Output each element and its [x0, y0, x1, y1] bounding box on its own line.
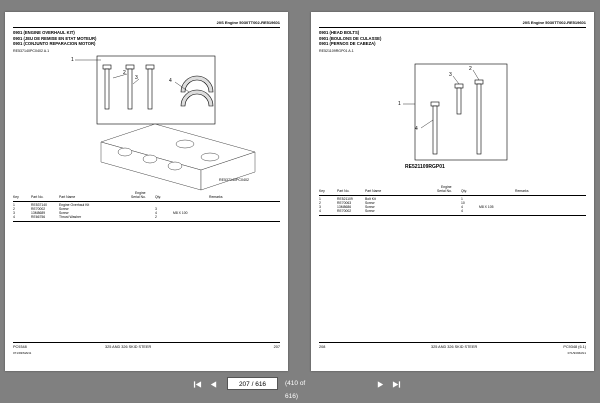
next-page-icon[interactable] — [375, 379, 385, 389]
callout-1: 1 — [398, 101, 401, 107]
engine-block-sketch — [100, 123, 256, 191]
table-header: Key Part No. Part Name Serial No. Qty. R… — [13, 195, 280, 200]
table-row: 1 RE521109 Bolt Kit 1 — [319, 197, 463, 201]
col-part-no: Part No. — [31, 195, 44, 199]
bolt-shank — [147, 68, 153, 110]
footer-left: PC9348 — [13, 345, 27, 349]
col-part-name: Part Name — [365, 189, 382, 193]
section-line-fr: 0901 (JEU DE REMISE EN ETAT MOTEUR) — [13, 35, 97, 41]
col-part-name: Part Name — [59, 195, 76, 199]
table-row: 3 13M8686 Screw 4 M8 X 105 — [319, 205, 494, 209]
section-line-es: 0901 (PERNOS DE CABEZA) — [319, 41, 376, 46]
footer-right: PC9348 (6.1) — [563, 345, 586, 349]
header-rule — [13, 27, 280, 28]
page-number-input[interactable]: 207 / 616 — [227, 377, 278, 390]
bolt-head — [454, 83, 464, 89]
col-qty: Qty. — [155, 195, 161, 199]
section-line-es: 0901 (CONJUNTO REPARACION MOTOR) — [13, 41, 96, 46]
page-header: 20S Engine 5030TT002-RE519601 — [522, 20, 586, 25]
footer-left: 208 — [319, 345, 326, 349]
table-row: 2 RE70063 Screw 10 — [319, 201, 465, 205]
bolt-group — [102, 64, 155, 110]
engine-col-header: Engine — [441, 185, 452, 189]
left-page: 20S Engine 5030TT002-RE519601 0901 (ENGI… — [5, 12, 288, 371]
col-remarks: Remarks — [209, 195, 223, 199]
callout-4: 4 — [169, 78, 172, 84]
page-navigation-toolbar: 207 / 616 (410 of 616) — [0, 371, 600, 401]
bolt-head — [430, 101, 440, 107]
bolt-shank — [432, 105, 438, 155]
prev-page-icon[interactable] — [208, 379, 218, 389]
table-rule — [319, 195, 586, 196]
callout-leaders — [403, 69, 480, 129]
col-key: Key — [319, 189, 325, 193]
col-qty: Qty. — [461, 189, 467, 193]
col-key: Key — [13, 195, 19, 199]
callout-leaders — [75, 59, 190, 93]
col-part-no: Part No. — [337, 189, 350, 193]
figure-ref: RE521109RGP01 A.1 — [319, 49, 354, 53]
col-serial-no: Serial No. — [437, 189, 452, 193]
bolt-shank — [456, 87, 462, 115]
table-row: 2 RE70002 Screw 3 — [13, 207, 157, 211]
thrust-washer — [180, 75, 214, 93]
footer-center: 325 AND 326 SKID STEER — [431, 345, 478, 349]
section-title: 0901 (HEAD BOLTS) 0901 (BOULONS DE CULAS… — [319, 30, 381, 47]
callout-2: 2 — [469, 66, 472, 72]
thrust-washer — [180, 89, 214, 107]
header-rule — [319, 27, 586, 28]
bolt-head — [145, 64, 155, 70]
table-row: 1 RE537140 Engine Overhaul Kit — [13, 203, 90, 207]
footer-rule — [319, 342, 586, 343]
footer-small: 071/93/MAN1 — [13, 351, 32, 355]
bolt-shank — [104, 68, 110, 110]
bolt-head — [102, 64, 112, 70]
callout-1: 1 — [71, 57, 74, 63]
table-row: 4 RE70002 Screw 4 — [319, 209, 463, 213]
callout-2: 2 — [123, 70, 126, 76]
first-page-icon[interactable] — [192, 379, 202, 389]
kit-outline — [414, 63, 508, 161]
figure-id: RE537140PC0402 — [219, 178, 249, 182]
table-row: 3 13M8689 Screw 4 M8 X 100 — [13, 211, 188, 215]
last-page-icon[interactable] — [391, 379, 401, 389]
footer-right: 207 — [273, 345, 280, 349]
engine-overhaul-kit-figure: 1 2 3 4 — [71, 55, 256, 191]
table-row: 4 RE66756 Thrust Washer 2 — [13, 215, 157, 219]
callout-4: 4 — [415, 126, 418, 132]
bolt-head — [474, 79, 484, 85]
footer-small: 071/93/MAN1 — [567, 351, 586, 355]
page-header: 20S Engine 5030TT002-RE519601 — [216, 20, 280, 25]
section-line-fr: 0901 (BOULONS DE CULASSE) — [319, 35, 382, 41]
table-rule — [319, 215, 586, 216]
bolt-head — [125, 64, 135, 70]
callout-3: 3 — [135, 75, 138, 81]
right-page: 20S Engine 5030TT002-RE519601 0901 (HEAD… — [311, 12, 594, 371]
section-title: 0901 (ENGINE OVERHAUL KIT) 0901 (JEU DE … — [13, 30, 96, 47]
kit-outline — [96, 55, 216, 125]
table-header: Key Part No. Part Name Serial No. Qty. R… — [319, 189, 586, 194]
footer-rule — [13, 342, 280, 343]
page-total-label: (410 of 616) — [285, 380, 306, 400]
bolt-shank — [127, 68, 133, 110]
head-bolts-figure: 1 2 3 4 — [398, 63, 508, 161]
figure-ref: RE537140PC0402 A.1 — [13, 49, 50, 53]
bolt-shank — [476, 83, 482, 155]
col-remarks: Remarks — [515, 189, 529, 193]
section-line-en: 0901 (ENGINE OVERHAUL KIT) — [13, 30, 75, 35]
table-rule — [13, 201, 280, 202]
figure-id: RE521109RGP01 — [405, 164, 445, 170]
callout-3: 3 — [449, 72, 452, 78]
engine-col-header: Engine — [135, 191, 146, 195]
section-line-en: 0901 (HEAD BOLTS) — [319, 30, 360, 35]
footer-center: 325 AND 326 SKID STEER — [105, 345, 152, 349]
bolt-group — [430, 79, 484, 155]
col-serial-no: Serial No. — [131, 195, 146, 199]
table-rule — [13, 221, 280, 222]
